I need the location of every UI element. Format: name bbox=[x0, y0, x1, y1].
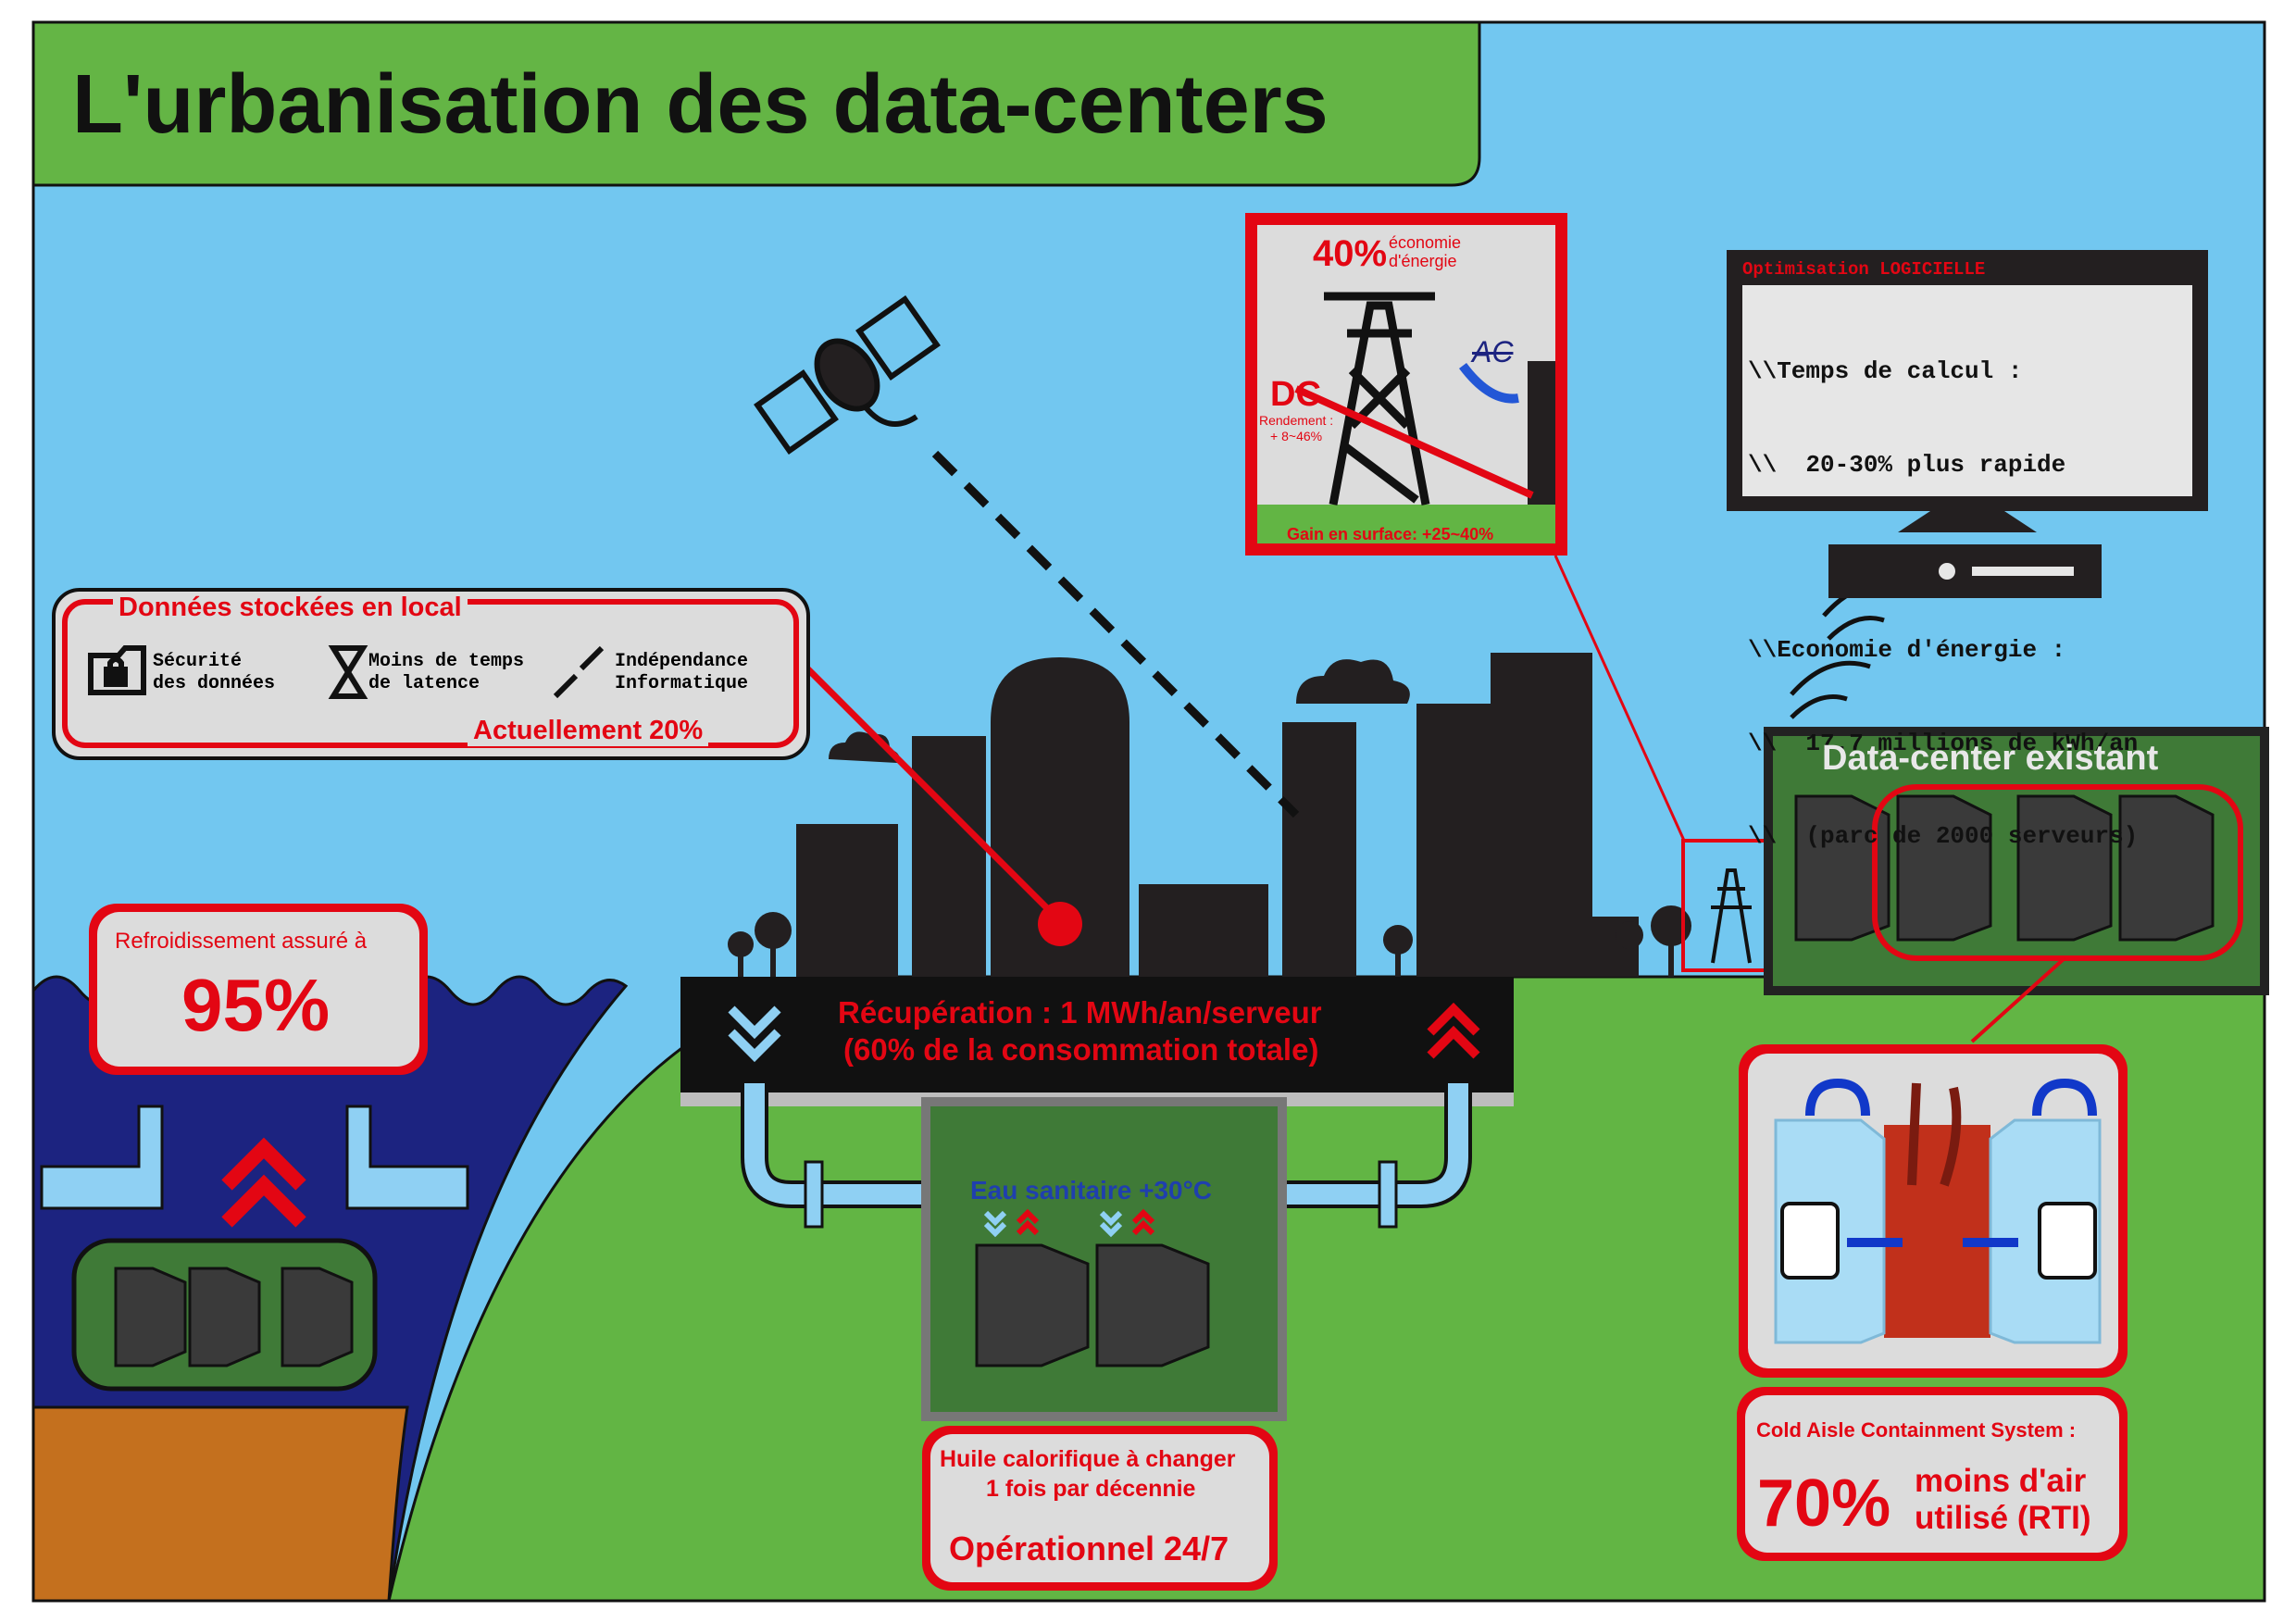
dc-label: DC bbox=[1270, 375, 1321, 414]
software-text: \\Temps de calcul : \\ 20-30% plus rapid… bbox=[1748, 294, 2138, 883]
local-pointer-line bbox=[803, 664, 1063, 924]
software-line: \\ 20-30% plus rapide bbox=[1748, 450, 2066, 479]
local-item-label: Informatique bbox=[615, 673, 749, 694]
city-skyline bbox=[796, 653, 1639, 977]
existing-server-racks bbox=[1794, 794, 2215, 942]
hourglass-icon bbox=[328, 645, 368, 699]
cold-aisle-desc-line: moins d'air bbox=[1915, 1463, 2087, 1499]
software-line: \\Temps de calcul : bbox=[1748, 357, 2023, 385]
cold-aisle-desc: moins d'air utilisé (RTI) bbox=[1915, 1463, 2091, 1537]
broken-chain-icon bbox=[553, 645, 605, 699]
dc-percent: 40% bbox=[1313, 233, 1388, 274]
dc-yield-line: + 8~46% bbox=[1270, 429, 1323, 443]
cold-water-arrows bbox=[40, 1105, 469, 1210]
airflow-arrows bbox=[1805, 1078, 2097, 1247]
dc-arrow bbox=[1294, 385, 1534, 499]
cold-aisle-value: 70% bbox=[1757, 1467, 1891, 1541]
cooling-value: 95% bbox=[181, 964, 331, 1046]
tank-arrows bbox=[983, 1208, 1155, 1238]
software-line: \\ (parc de 2000 serveurs) bbox=[1748, 822, 2139, 850]
local-item-independence: Indépendance Informatique bbox=[615, 651, 748, 695]
oil-status: Opérationnel 24/7 bbox=[949, 1529, 1229, 1567]
cooling-label: Refroidissement assuré à bbox=[115, 929, 368, 954]
satellite-icon bbox=[754, 295, 941, 455]
oil-line1: Huile calorifique à changer bbox=[940, 1446, 1236, 1472]
local-storage-footer: Actuellement 20% bbox=[468, 716, 709, 746]
hot-aisle bbox=[1884, 1125, 1990, 1338]
hot-air-arrows bbox=[1907, 1082, 1962, 1187]
dc-percent-note: économie d'énergie bbox=[1389, 233, 1461, 270]
fan-icon bbox=[1780, 1202, 1840, 1280]
cloud bbox=[1296, 659, 1410, 704]
oil-line2: 1 fois par décennie bbox=[986, 1476, 1196, 1502]
dc-yield: Rendement : + 8~46% bbox=[1259, 413, 1333, 444]
dc-note-line: d'énergie bbox=[1389, 252, 1457, 270]
local-item-label: Indépendance bbox=[615, 651, 749, 672]
cold-aisle-highlight bbox=[1872, 784, 2243, 961]
cold-aisle-pointer bbox=[1970, 956, 2066, 1043]
cold-aisle-label: Cold Aisle Containment System : bbox=[1756, 1418, 2077, 1442]
local-item-label: Moins de temps bbox=[368, 651, 525, 672]
padlock-folder-icon bbox=[88, 645, 146, 695]
recovery-line1: Récupération : 1 MWh/an/serveur bbox=[838, 995, 1322, 1030]
dc-yield-line: Rendement : bbox=[1259, 413, 1334, 428]
heat-recovery-band bbox=[680, 977, 1514, 1102]
local-item-latency: Moins de temps de latence bbox=[368, 651, 524, 695]
recovery-line2: (60% de la consommation totale) bbox=[843, 1032, 1319, 1067]
local-storage-heading: Données stockées en local bbox=[113, 593, 468, 623]
ac-label: AC bbox=[1472, 335, 1514, 368]
software-line: \\Economie d'énergie : bbox=[1748, 636, 2066, 664]
local-pointer-dot bbox=[1038, 902, 1082, 946]
software-line bbox=[1748, 543, 2138, 573]
band-arrows bbox=[728, 1002, 1480, 1063]
surface-gain: Gain en surface: +25~40% bbox=[1287, 525, 1494, 543]
software-line: \\ 17.7 millions de kWh/an bbox=[1748, 729, 2139, 757]
capsule-servers bbox=[114, 1267, 354, 1367]
fan-icon bbox=[2038, 1202, 2097, 1280]
pylon-icon bbox=[1324, 292, 1435, 506]
local-item-security: Sécurité des données bbox=[153, 651, 275, 695]
local-item-label: de latence bbox=[368, 673, 480, 694]
page-title: L'urbanisation des data-centers bbox=[72, 58, 1329, 151]
software-header: Optimisation LOGICIELLE bbox=[1742, 259, 1986, 280]
dc-note-line: économie bbox=[1389, 233, 1462, 252]
cold-aisle-desc-line: utilisé (RTI) bbox=[1915, 1500, 2091, 1536]
existing-datacenter-label: Data-center existant bbox=[1822, 739, 2159, 778]
local-item-label: des données bbox=[153, 673, 276, 694]
local-item-label: Sécurité bbox=[153, 651, 243, 672]
satellite-link bbox=[931, 450, 1300, 818]
monitor-stand bbox=[1898, 511, 2037, 532]
seabed bbox=[31, 1405, 409, 1603]
sanitary-water-label: Eau sanitaire +30°C bbox=[970, 1176, 1212, 1205]
dc-pointer-line bbox=[1554, 555, 1687, 843]
small-pylon-icon bbox=[1711, 868, 1752, 964]
ac-arrow bbox=[1459, 362, 1519, 404]
title-banner bbox=[31, 20, 1481, 187]
tank-servers bbox=[975, 1243, 1210, 1367]
warm-water-arrows bbox=[221, 1137, 306, 1228]
monitor-screen bbox=[1742, 285, 2192, 496]
